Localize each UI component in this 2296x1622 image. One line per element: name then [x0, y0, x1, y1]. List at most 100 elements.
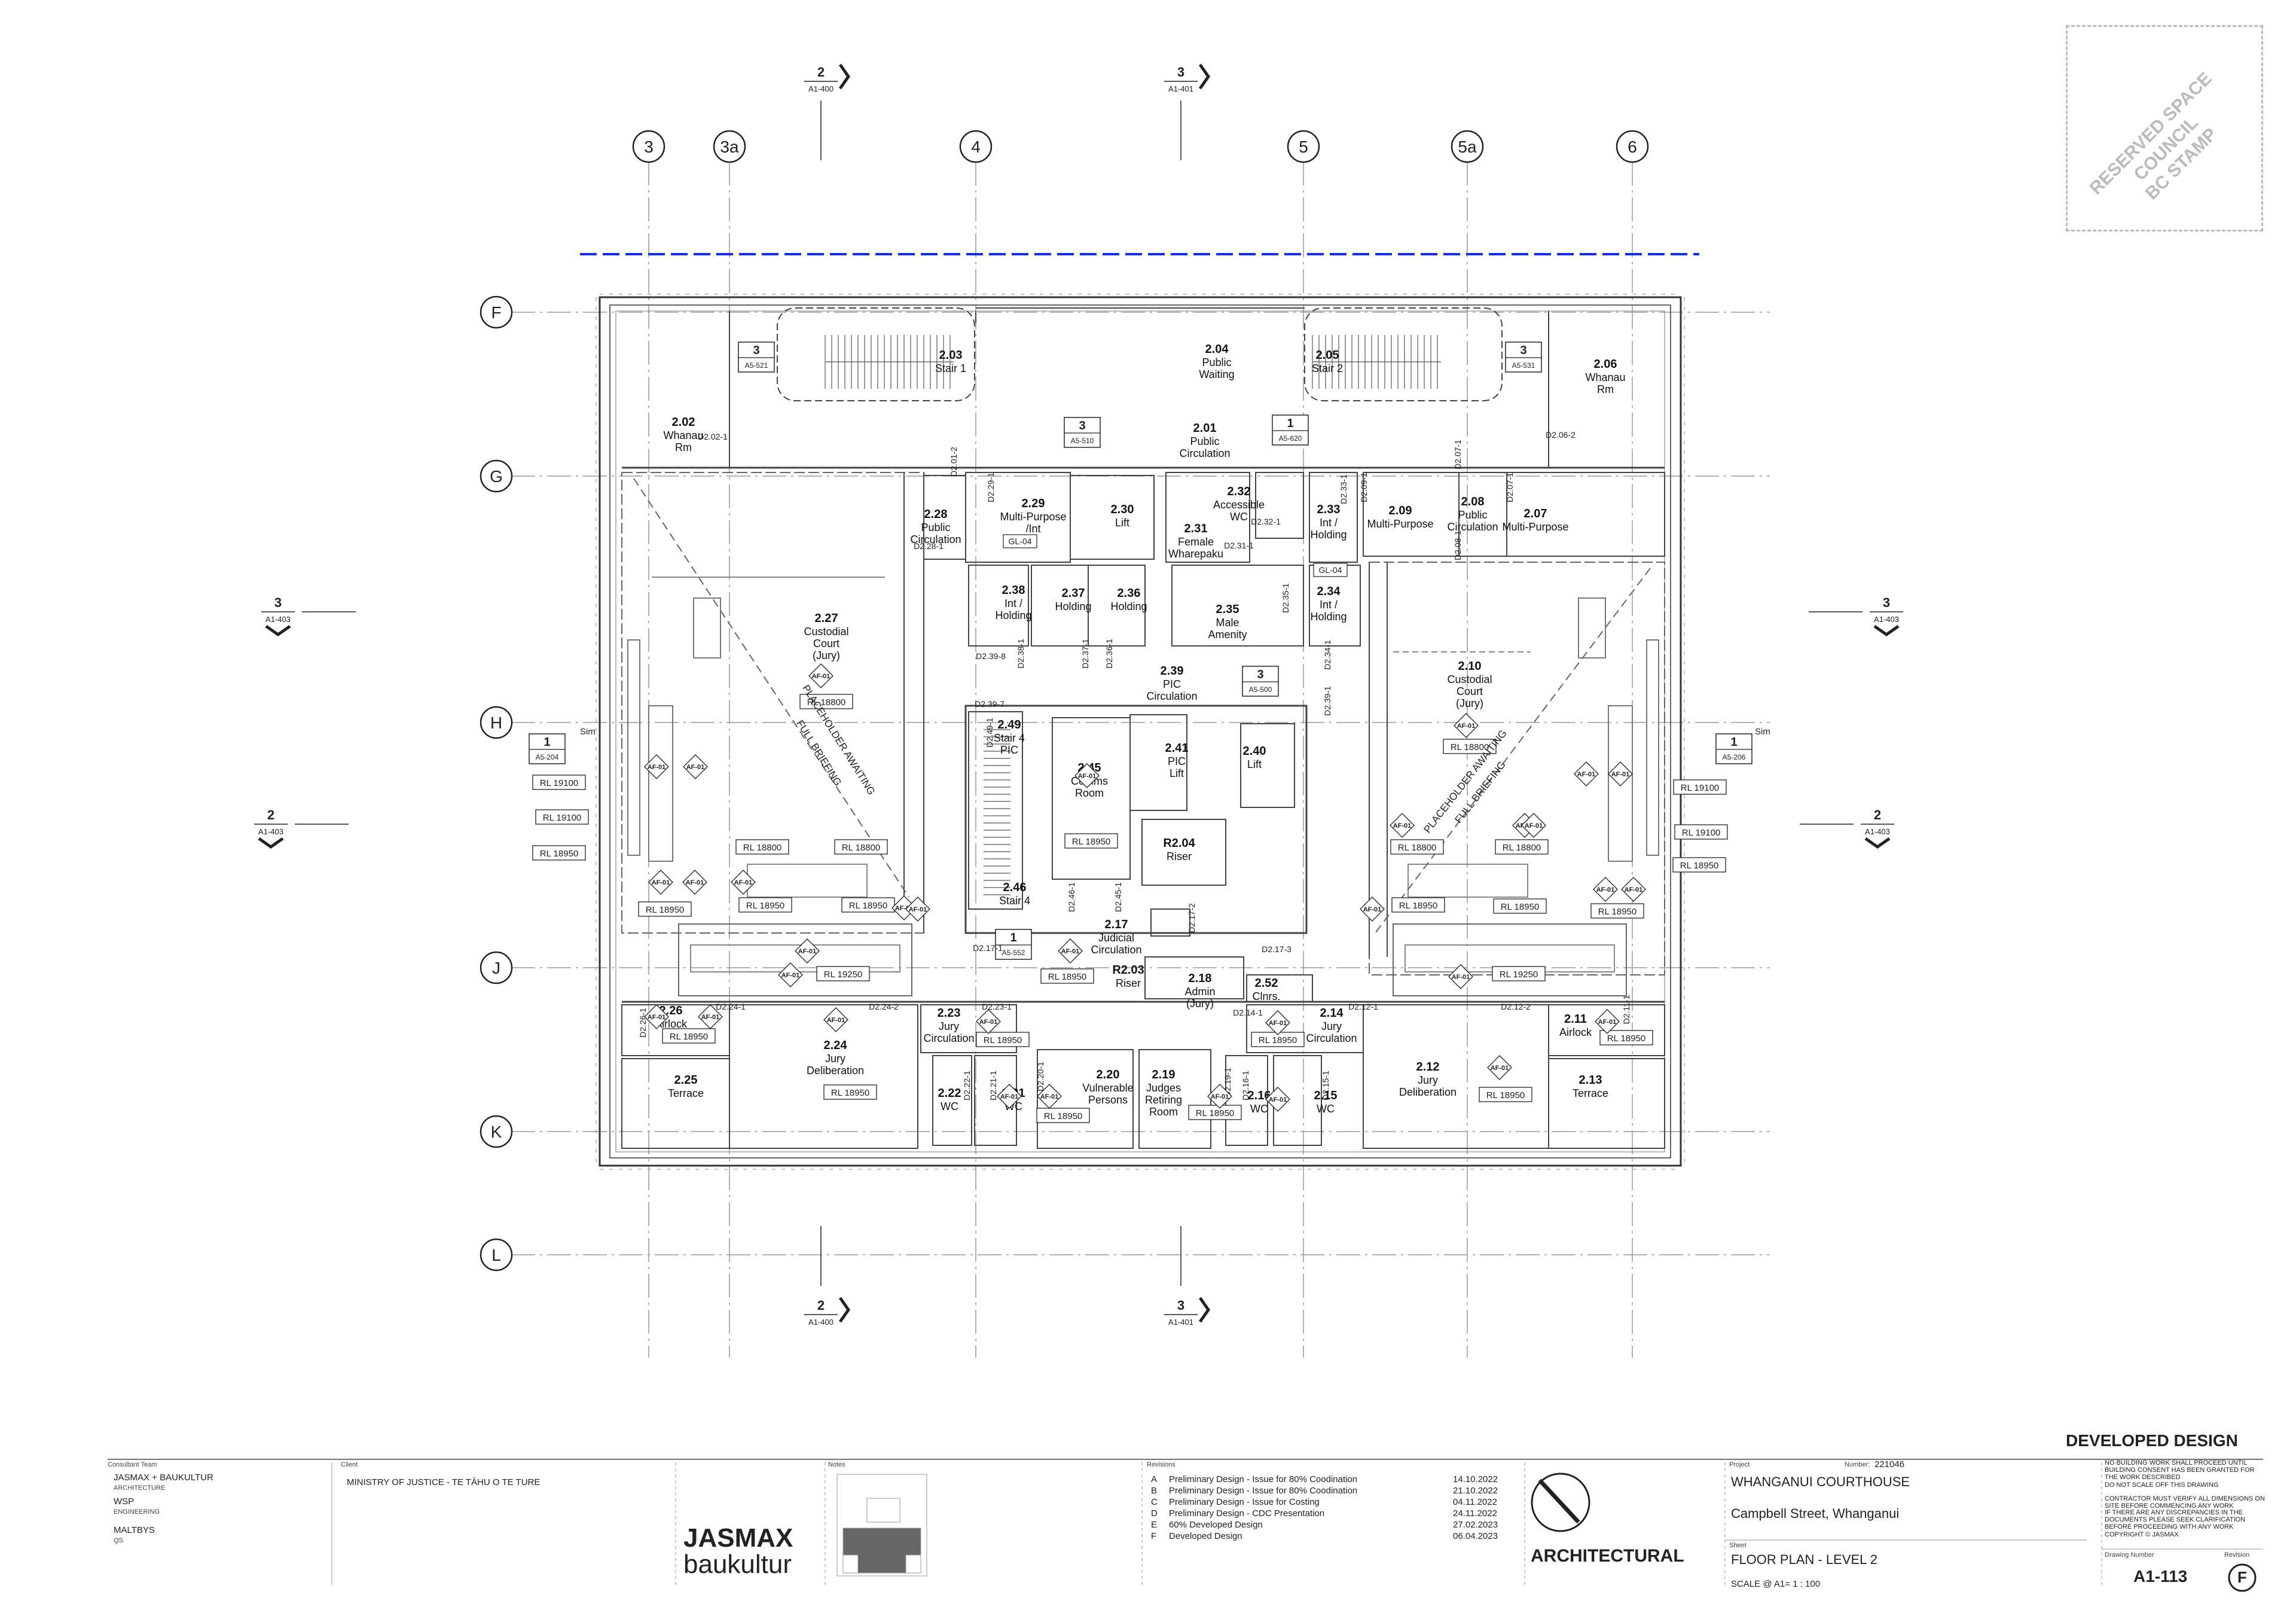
room-number: 2.09: [1389, 504, 1412, 517]
door-label-text: D2.11-1: [1622, 995, 1631, 1024]
rl-tag: RL 18950: [638, 901, 692, 917]
af-tag-text: AF-01: [1000, 1093, 1019, 1100]
room-name: Multi-Purpose: [1000, 511, 1066, 523]
grid-bubble-column: 5a: [1451, 130, 1484, 163]
room-name: Persons: [1088, 1094, 1128, 1106]
grid-bubble-label: H: [490, 714, 502, 732]
building-envelope: [596, 294, 1685, 1170]
room-name: Stair 4: [999, 895, 1030, 907]
af-tag: AF-01: [778, 962, 803, 987]
door-label-text: D2.14-1: [1233, 1008, 1263, 1017]
af-tag: AF-01: [1487, 1055, 1512, 1080]
af-tag-text: AF-01: [686, 764, 705, 771]
room-name: Holding: [1310, 611, 1347, 623]
detail-tag: 3A5-531: [1505, 342, 1542, 373]
door-label: D2.14-1: [1233, 1008, 1263, 1017]
af-tag: AF-01: [648, 870, 673, 895]
revision-rev: B: [1151, 1486, 1158, 1496]
stamp-line-1: RESERVED SPACE: [2086, 68, 2216, 199]
room-name: Int /: [1004, 597, 1022, 609]
room-name: WC: [941, 1100, 958, 1112]
room-number: 2.17: [1105, 918, 1128, 931]
rl-tag-text: RL 18800: [1398, 843, 1437, 853]
client-name: MINISTRY OF JUSTICE - TE TĀHU O TE TURE: [347, 1477, 541, 1487]
grid-bubble-label: K: [491, 1123, 502, 1141]
door-label: D2.16-1: [1241, 1071, 1250, 1100]
rl-tag: RL 19250: [1492, 966, 1546, 981]
rl-tag-text: RL 18950: [1259, 1035, 1297, 1045]
drawing-note: IF THERE ARE ANY DISCREPANCIES IN THE DO…: [2105, 1509, 2246, 1530]
detail-tag-ref: A5-552: [1002, 949, 1025, 957]
rl-tag-text: RL 18950: [1598, 907, 1637, 917]
door-label: D2.12-2: [1501, 1002, 1531, 1011]
room-number: 2.27: [815, 612, 838, 625]
drawing-note: COPYRIGHT © JASMAX: [2105, 1531, 2179, 1538]
room-number: 2.16: [1248, 1089, 1271, 1102]
detail-tag-ref: A5-500: [1249, 685, 1272, 694]
af-tag-text: AF-01: [734, 879, 753, 886]
door-label-text: D2.35-1: [1281, 583, 1290, 613]
room-number: 2.29: [1022, 497, 1045, 510]
section-marker-ref: A1-403: [1874, 615, 1899, 624]
door-label-text: D2.20-1: [1036, 1062, 1045, 1092]
door-label-text: D2.12-2: [1501, 1002, 1531, 1011]
af-tag-text: AF-01: [1577, 771, 1596, 778]
grid-bubble-column: 6: [1616, 130, 1649, 163]
rl-tag-text: RL 18950: [1072, 837, 1111, 847]
titleblock-frame: [108, 1459, 2263, 1592]
door-label-text: D2.06-2: [1546, 430, 1576, 440]
room-name: Amenity: [1208, 629, 1247, 641]
door-label: D2.23-1: [982, 1002, 1012, 1011]
detail-tag-ref: A5-620: [1279, 434, 1302, 443]
af-tag: AF-01: [795, 938, 820, 964]
detail-tag: 1A5-204: [529, 733, 566, 764]
room-number: 2.41: [1165, 742, 1189, 755]
door-label: D2.28-1: [914, 541, 944, 551]
room-name: Female: [1178, 536, 1214, 548]
door-label-text: D2.15-1: [1321, 1071, 1330, 1100]
consultant-role: ARCHITECTURE: [114, 1484, 166, 1492]
room-number: 2.15: [1314, 1089, 1338, 1102]
af-tag: AF-01: [976, 1009, 1001, 1034]
revision-date: 21.10.2022: [1453, 1486, 1498, 1496]
rl-tag-text: RL 19100: [1682, 828, 1721, 838]
room-number: 2.30: [1111, 503, 1134, 516]
room-name: Judicial: [1098, 932, 1134, 944]
af-tag: AF-01: [1448, 964, 1473, 989]
section-marker-number: 2: [267, 807, 274, 822]
room-name: Waiting: [1199, 368, 1234, 380]
grid-bubble-label: F: [491, 303, 501, 322]
detail-tag-ref: A5-531: [1512, 361, 1535, 370]
grid-bubble-column: 4: [959, 130, 993, 163]
door-label-text: D2.29-1: [986, 472, 996, 502]
section-marker-ref: A1-400: [808, 1318, 833, 1327]
door-label: D2.33-1: [1339, 474, 1348, 504]
af-tag: AF-01: [1521, 813, 1546, 838]
grid-bubble-label: L: [491, 1246, 501, 1264]
rl-tag-text: RL 19100: [1681, 783, 1720, 793]
door-label: D2.07-1: [1453, 440, 1463, 469]
consultant-name: WSP: [114, 1496, 135, 1507]
room-name: Retiring: [1145, 1094, 1182, 1106]
detail-tag-number: 1: [1287, 417, 1293, 430]
room-name: Riser: [1167, 850, 1192, 862]
sim-label: Sim: [580, 727, 596, 737]
rl-tag-text: RL 19250: [1500, 969, 1538, 980]
rl-tag: RL 18800: [1390, 839, 1444, 855]
rl-tag: RL 18950: [1479, 1087, 1532, 1102]
room-name: Whanau: [663, 429, 703, 441]
room-name: Court: [813, 638, 839, 650]
af-tag-text: AF-01: [1611, 771, 1630, 778]
room-name: Jury: [1321, 1020, 1342, 1032]
